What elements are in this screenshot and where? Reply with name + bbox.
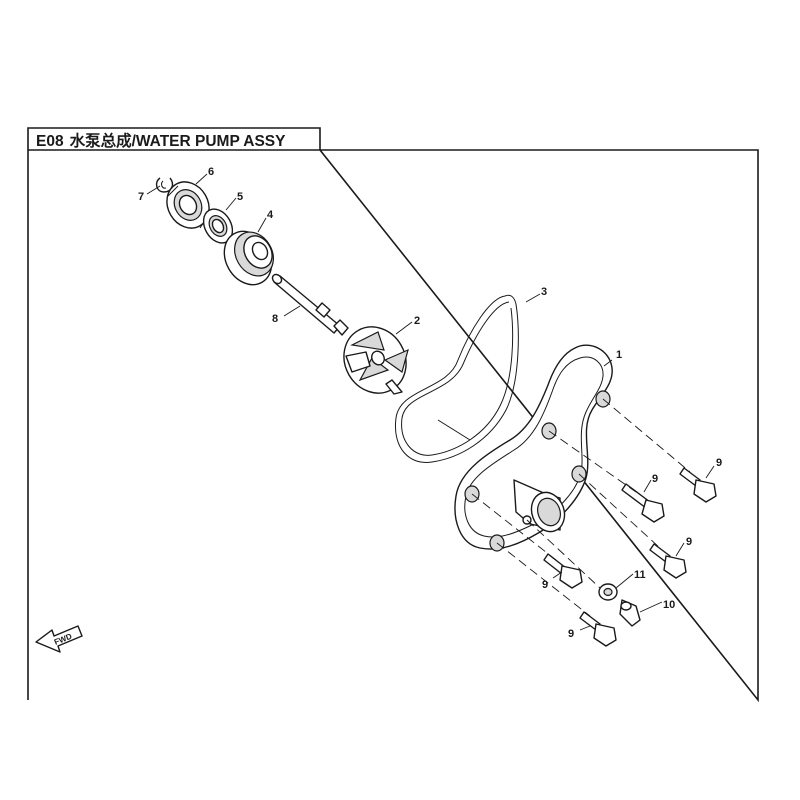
callout-11: 11 [634, 569, 646, 581]
bearing-part [166, 181, 210, 229]
callout-9: 9 [686, 536, 692, 548]
o-ring-part [394, 294, 519, 464]
washer-part [598, 583, 618, 601]
callout-1: 1 [616, 349, 622, 361]
impeller-part [343, 326, 409, 395]
callout-3: 3 [541, 286, 547, 298]
drain-bolt-part [619, 599, 641, 627]
callout-9: 9 [652, 473, 658, 485]
oil-seal-part [202, 208, 234, 244]
callout-9: 9 [542, 579, 548, 591]
callout-2: 2 [414, 315, 420, 327]
fwd-arrow-icon: FWD [35, 625, 83, 653]
bolt-part [621, 483, 665, 523]
callout-9: 9 [568, 628, 574, 640]
diagram-frame [27, 127, 759, 703]
bolt-part [649, 543, 687, 579]
bolt-part [679, 467, 717, 503]
mechanical-seal-part [223, 230, 274, 286]
bolt-part [543, 553, 583, 589]
callout-6: 6 [208, 166, 214, 178]
callout-5: 5 [237, 191, 243, 203]
callout-9: 9 [716, 457, 722, 469]
bolt-part [579, 611, 617, 647]
leader-lines [146, 173, 715, 631]
callout-10: 10 [663, 599, 675, 611]
pump-shaft-part [271, 273, 349, 336]
callout-4: 4 [267, 209, 274, 221]
callouts: 1 2 3 4 5 6 7 8 9 9 9 9 9 10 11 [138, 166, 722, 640]
assembly-lines [471, 398, 691, 617]
callout-7: 7 [138, 191, 144, 203]
pump-cover-part [454, 344, 613, 552]
callout-8: 8 [272, 313, 278, 325]
circlip-part [155, 177, 174, 193]
